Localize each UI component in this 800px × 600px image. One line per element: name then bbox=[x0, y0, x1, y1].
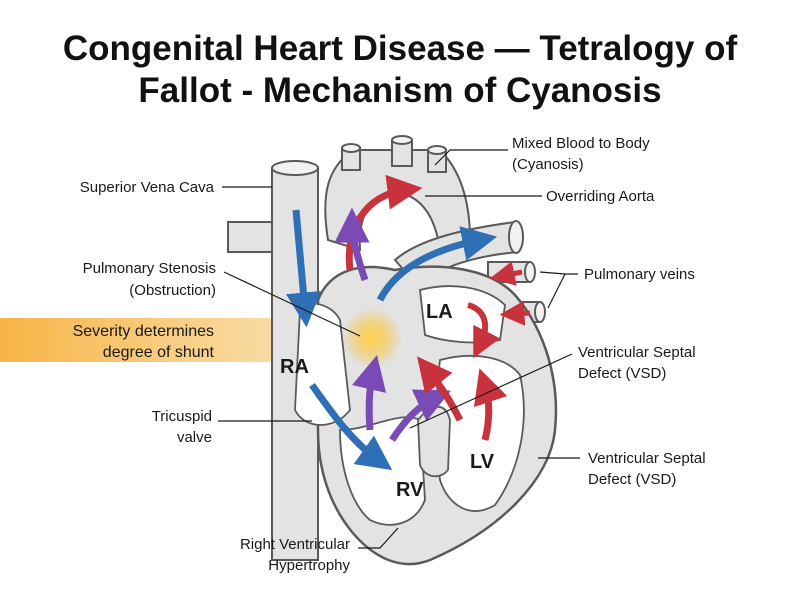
flow-arrow-la-down bbox=[466, 302, 501, 359]
label-rvh-2: Hypertrophy bbox=[268, 557, 350, 574]
pulmonary-vein-upper-opening bbox=[524, 261, 536, 283]
leader-vsd-a bbox=[409, 353, 573, 429]
label-pulmonary-stenosis-2: (Obstruction) bbox=[129, 282, 216, 299]
label-pulmonary-veins: Pulmonary veins bbox=[584, 266, 695, 283]
flow-arrow-svc-down bbox=[286, 209, 321, 328]
aortic-branch-cap-3 bbox=[427, 145, 447, 155]
flow-arrow-vsd-shunt bbox=[389, 389, 451, 442]
pulmonary-artery-opening bbox=[508, 220, 524, 254]
chamber-label-la: LA bbox=[426, 301, 453, 323]
label-vsd-a-1: Ventricular Septal bbox=[578, 344, 696, 361]
leader-rvh bbox=[358, 527, 399, 549]
title-line-2: Fallot - Mechanism of Cyanosis bbox=[138, 71, 662, 110]
flow-arrow-lv-red-1 bbox=[417, 356, 464, 422]
label-severity-1: Severity determines bbox=[73, 323, 214, 340]
flow-arrow-lv-red-2 bbox=[473, 368, 508, 441]
label-severity-2: degree of shunt bbox=[103, 344, 215, 361]
leader-pulmonary-stenosis bbox=[223, 271, 361, 337]
title-line-1: Congenital Heart Disease — Tetralogy of bbox=[62, 29, 738, 68]
leader-pulmonary-veins-2 bbox=[547, 273, 566, 309]
flow-arrow-rv-up-mixed bbox=[352, 354, 387, 431]
flow-arrow-aorta-left bbox=[334, 207, 370, 282]
chamber-label-rv: RV bbox=[396, 479, 424, 501]
label-mixed-blood-1: Mixed Blood to Body bbox=[512, 135, 650, 152]
flow-arrow-pv-upper bbox=[489, 261, 523, 286]
flow-arrow-rv-to-pa bbox=[376, 226, 498, 302]
label-vsd-b-1: Ventricular Septal bbox=[588, 450, 706, 467]
aortic-branch-cap-2 bbox=[391, 135, 413, 145]
flow-arrow-pv-lower bbox=[499, 300, 531, 326]
diagram-title: Congenital Heart Disease — Tetralogy of … bbox=[0, 28, 800, 112]
label-vsd-a-2: Defect (VSD) bbox=[578, 365, 666, 382]
pulmonary-vein-lower-opening bbox=[534, 301, 546, 323]
flow-arrow-ra-to-rv bbox=[309, 382, 393, 471]
chamber-label-ra: RA bbox=[280, 356, 309, 378]
label-rvh-1: Right Ventricular bbox=[240, 536, 350, 553]
leader-pulmonary-veins bbox=[539, 271, 578, 275]
label-vsd-b-2: Defect (VSD) bbox=[588, 471, 676, 488]
vena-cava-branch bbox=[227, 221, 273, 253]
label-superior-vena-cava: Superior Vena Cava bbox=[80, 179, 215, 196]
label-tricuspid-2: valve bbox=[177, 429, 212, 446]
label-mixed-blood-2: (Cyanosis) bbox=[512, 156, 584, 173]
label-overriding-aorta: Overriding Aorta bbox=[546, 188, 655, 205]
chamber-label-lv: LV bbox=[470, 451, 495, 473]
label-pulmonary-stenosis-1: Pulmonary Stenosis bbox=[83, 260, 216, 277]
leader-mixed-blood bbox=[434, 149, 508, 166]
pulmonary-stenosis-glow bbox=[342, 308, 402, 368]
svc-opening bbox=[271, 160, 319, 176]
label-tricuspid-1: Tricuspid bbox=[152, 408, 212, 425]
aortic-branch-cap-1 bbox=[341, 143, 361, 153]
